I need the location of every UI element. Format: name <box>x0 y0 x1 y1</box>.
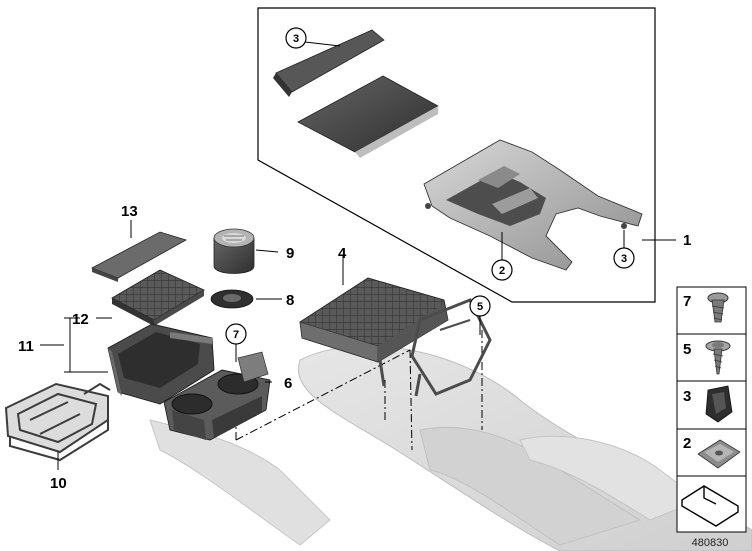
part-grid-carrier <box>299 277 492 397</box>
part-rubber-ring <box>210 289 254 309</box>
callout-3-frame: 3 <box>613 247 635 269</box>
callout-8: 8 <box>286 292 294 309</box>
legend-item-7: 7 <box>683 292 729 323</box>
callout-3-cover: 3 <box>285 27 307 49</box>
svg-text:13: 13 <box>121 203 138 220</box>
svg-text:8: 8 <box>286 292 294 309</box>
svg-text:11: 11 <box>18 338 34 355</box>
svg-text:5: 5 <box>477 301 483 313</box>
svg-text:9: 9 <box>286 245 294 262</box>
part-ribbed-mat <box>111 269 205 326</box>
svg-text:4: 4 <box>338 245 347 262</box>
screw-washer-icon <box>705 340 731 375</box>
svg-text:3: 3 <box>621 253 627 265</box>
svg-text:10: 10 <box>50 475 67 492</box>
legend-item-blank <box>681 485 739 527</box>
part-cup-insert <box>213 228 255 274</box>
step-shape-icon <box>681 485 739 527</box>
svg-text:5: 5 <box>683 341 691 358</box>
callout-12: 12 <box>72 311 89 328</box>
callout-7: 7 <box>225 323 247 345</box>
clip-icon <box>705 385 733 423</box>
legend-item-3: 3 <box>683 385 733 423</box>
legend-item-2: 2 <box>683 435 741 469</box>
part-bracket-frame <box>4 382 111 462</box>
part-storage-tray <box>107 323 215 405</box>
svg-text:7: 7 <box>233 329 239 341</box>
callout-10: 10 <box>50 475 67 492</box>
callout-9: 9 <box>286 245 294 262</box>
leader-lines <box>40 41 676 470</box>
svg-text:7: 7 <box>683 293 691 310</box>
svg-text:3: 3 <box>293 33 299 45</box>
svg-text:2: 2 <box>499 265 505 277</box>
part-flat-mat <box>91 231 188 282</box>
svg-text:1: 1 <box>683 232 691 249</box>
callout-11: 11 <box>18 338 34 355</box>
callout-1: 1 <box>683 232 691 249</box>
svg-text:3: 3 <box>683 388 691 405</box>
svg-text:6: 6 <box>284 375 292 392</box>
document-number: 480830 <box>692 537 729 549</box>
legend-item-5: 5 <box>683 340 731 375</box>
part-lid-panel <box>297 75 439 158</box>
fastener-legend: 7 5 3 2 <box>676 286 747 533</box>
callout-4: 4 <box>338 245 347 262</box>
callout-5: 5 <box>469 295 491 317</box>
ghost-center-console <box>149 345 752 551</box>
callout-6: 6 <box>284 375 292 392</box>
part-cupholder <box>163 351 271 441</box>
svg-text:2: 2 <box>683 435 691 452</box>
part-trim-cover <box>273 29 385 97</box>
assembly-group-frame <box>257 7 656 303</box>
callout-13: 13 <box>121 203 138 220</box>
spring-nut-icon <box>697 439 741 469</box>
callout-2: 2 <box>491 259 513 281</box>
svg-text:12: 12 <box>72 311 89 328</box>
screw-icon <box>707 292 729 323</box>
part-console-trim-frame <box>423 139 643 271</box>
